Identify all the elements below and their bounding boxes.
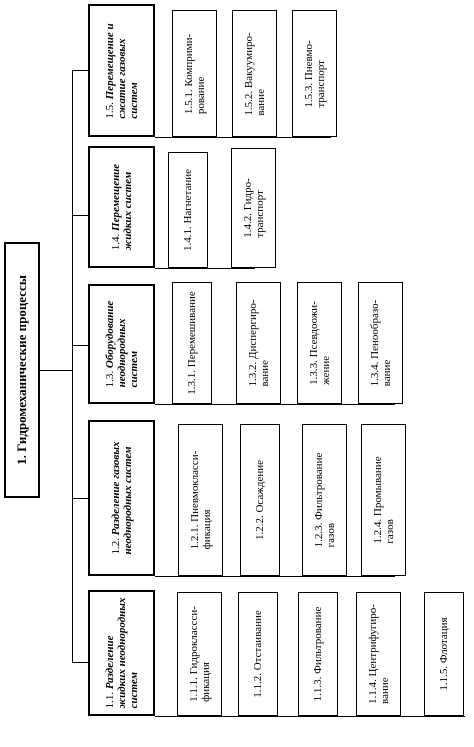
group-number: 1.2. [109,537,122,555]
group-connector-1-3 [72,345,88,346]
group-number: 1.3. [103,370,116,388]
process-label: 1.3.4. Пенообразо- вание [368,299,393,387]
process-label: 1.5.2. Вакуумиро- вание [242,31,267,116]
process-box-1-3-2: 1.3.2. Диспергиро- вание [236,282,281,404]
process-box-1-4-1: 1.4.1. Нагнетание [168,152,208,268]
process-label: 1.1.5. Флотация [438,617,450,691]
process-box-1-3-3: 1.3.3. Псевдоожи- жение [297,282,342,404]
process-label: 1.5.3. Пневмо- транспорт [302,39,327,108]
children-bus-1-2 [155,576,395,577]
group-number: 1.5. [103,101,116,119]
process-box-1-2-3: 1.2.3. Фильтрование газов [302,424,347,576]
process-label: 1.1.3. Фильтрование [312,606,324,702]
process-box-1-5-2: 1.5.2. Вакуумиро- вание [232,10,277,137]
group-label-1-1: 1.1. Разделение жидких неоднородных сист… [104,598,140,709]
process-box-1-4-2: 1.4.2. Гидро- транспорт [231,148,276,268]
group-number: 1.4. [109,233,122,251]
process-box-1-1-5: 1.1.5. Флотация [424,592,464,716]
children-bus-1-5 [155,137,331,138]
process-label: 1.2.1. Пневмокласси- фикация [188,450,213,550]
process-box-1-3-1: 1.3.1. Перемешивание [172,282,212,404]
process-label: 1.2.2. Осаждение [254,459,266,541]
group-label-1-4: 1.4. Перемещение жидких систем [110,164,134,250]
process-box-1-5-1: 1.5.1. Комприми- рование [172,10,217,137]
group-connector-1-5 [72,70,88,71]
group-connector-1-4 [72,215,88,216]
group-box-1-1: 1.1. Разделение жидких неоднородных сист… [88,590,155,716]
children-bus-1-1 [155,716,465,717]
process-label: 1.3.3. Псевдоожи- жение [307,301,332,385]
group-label-1-3: 1.3. Оборудование неоднородных систем [104,301,140,388]
group-number: 1.1. [103,691,116,709]
root-connector [40,370,72,371]
root-box: 1. Гидромеханические процессы [4,242,40,498]
process-box-1-5-3: 1.5.3. Пневмо- транспорт [292,10,337,137]
group-box-1-4: 1.4. Перемещение жидких систем [88,146,155,268]
group-connector-1-2 [72,498,88,499]
process-label: 1.2.3. Фильтрование газов [312,452,337,548]
process-box-1-2-4: 1.2.4. Промывание газов [361,424,406,576]
process-box-1-2-1: 1.2.1. Пневмокласси- фикация [178,424,223,576]
process-box-1-1-2: 1.1.2. Отстаивание [238,592,278,716]
group-box-1-2: 1.2. Разделение газовых неоднородных сис… [88,420,155,576]
process-label: 1.1.1. Гидроклассси- фикация [187,606,212,702]
group-label-1-2: 1.2. Разделение газовых неоднородных сис… [110,442,134,555]
children-bus-1-3 [155,404,395,405]
process-label: 1.3.2. Диспергиро- вание [246,299,271,387]
children-bus-1-4 [155,268,255,269]
process-box-1-3-4: 1.3.4. Пенообразо- вание [358,282,403,404]
process-box-1-1-1: 1.1.1. Гидроклассси- фикация [177,592,222,716]
group-box-1-3: 1.3. Оборудование неоднородных систем [88,284,155,404]
group-label-1-5: 1.5. Перемещение и сжатие газовых систем [104,23,140,118]
process-label: 1.2.4. Промывание газов [371,456,396,544]
group-box-1-5: 1.5. Перемещение и сжатие газовых систем [88,4,155,137]
process-box-1-1-3: 1.1.3. Фильтрование [298,592,338,716]
process-label: 1.4.2. Гидро- транспорт [241,178,266,238]
group-connector-1-1 [72,662,88,663]
process-label: 1.4.1. Нагнетание [182,168,194,252]
process-label: 1.5.1. Комприми- рование [182,33,207,114]
process-box-1-1-4: 1.1.4. Центрифугиро- вание [356,592,401,716]
process-label: 1.1.4. Центрифугиро- вание [366,604,391,704]
process-box-1-2-2: 1.2.2. Осаждение [240,424,280,576]
root-label: 1. Гидромеханические процессы [14,275,29,465]
group-spine [72,70,73,662]
process-label: 1.3.1. Перемешивание [186,291,198,395]
process-label: 1.1.2. Отстаивание [252,610,264,698]
